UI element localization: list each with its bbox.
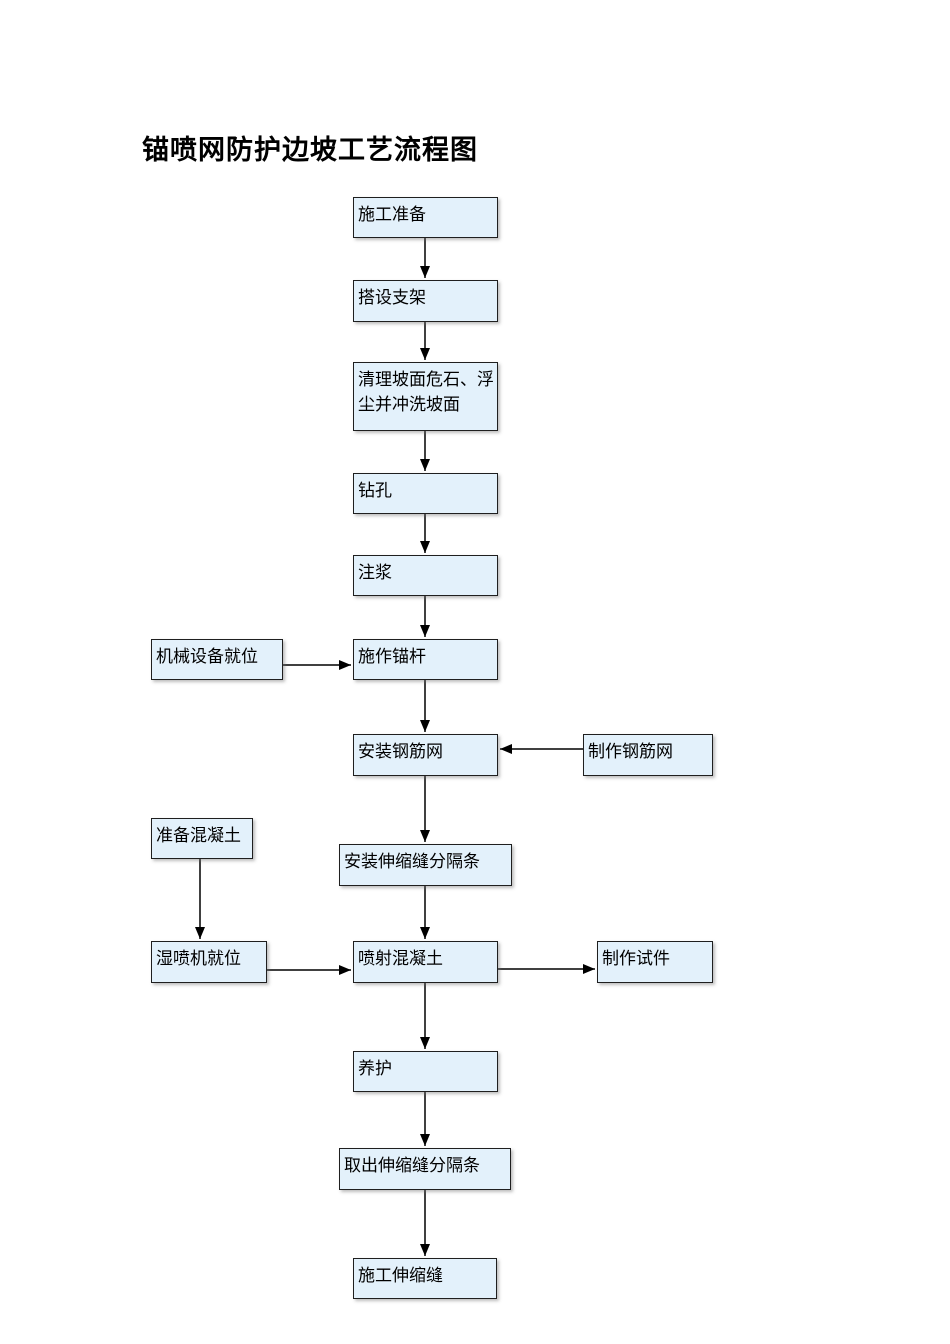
flow-node-grout: 注浆 [353,555,498,596]
flow-node-clean: 清理坡面危石、浮 尘并冲洗坡面 [353,362,498,431]
flow-node-mesh-install: 安装钢筋网 [353,734,498,776]
flow-node-shotcrete: 喷射混凝土 [353,941,498,983]
page-title: 锚喷网防护边坡工艺流程图 [142,135,478,165]
flow-node-prep-label: 施工准备 [358,205,426,224]
flow-node-test-piece: 制作试件 [597,941,713,983]
flow-node-cure: 养护 [353,1051,498,1092]
flow-node-drill: 钻孔 [353,473,498,514]
flow-node-shotcrete-label: 喷射混凝土 [358,949,443,968]
flow-node-scaffold-label: 搭设支架 [358,288,426,307]
flow-node-cure-label: 养护 [358,1059,392,1078]
flow-node-anchor-label: 施作锚杆 [358,647,426,666]
flow-node-drill-label: 钻孔 [358,481,392,500]
flow-node-equipment: 机械设备就位 [151,639,283,680]
flow-node-wet-sprayer-label: 湿喷机就位 [156,949,241,968]
flow-node-joint-install-label: 安装伸缩缝分隔条 [344,852,480,871]
flow-node-joint-install: 安装伸缩缝分隔条 [339,844,512,886]
flow-node-joint-remove-label: 取出伸缩缝分隔条 [344,1156,480,1175]
flow-node-wet-sprayer: 湿喷机就位 [151,941,267,983]
flow-node-joint-construct: 施工伸缩缝 [353,1258,497,1299]
flow-node-anchor: 施作锚杆 [353,639,498,680]
flow-node-joint-construct-label: 施工伸缩缝 [358,1266,443,1285]
flow-node-grout-label: 注浆 [358,563,392,582]
flow-node-clean-label: 清理坡面危石、浮 尘并冲洗坡面 [358,370,494,414]
flow-node-joint-remove: 取出伸缩缝分隔条 [339,1148,511,1190]
flow-node-mesh-make-label: 制作钢筋网 [588,742,673,761]
flow-node-concrete-prep: 准备混凝土 [151,818,253,859]
flow-node-prep: 施工准备 [353,197,498,238]
flow-node-scaffold: 搭设支架 [353,280,498,322]
flow-node-mesh-make: 制作钢筋网 [583,734,713,776]
flow-node-test-piece-label: 制作试件 [602,949,670,968]
flow-node-mesh-install-label: 安装钢筋网 [358,742,443,761]
flow-node-concrete-prep-label: 准备混凝土 [156,826,241,845]
flow-node-equipment-label: 机械设备就位 [156,647,258,666]
